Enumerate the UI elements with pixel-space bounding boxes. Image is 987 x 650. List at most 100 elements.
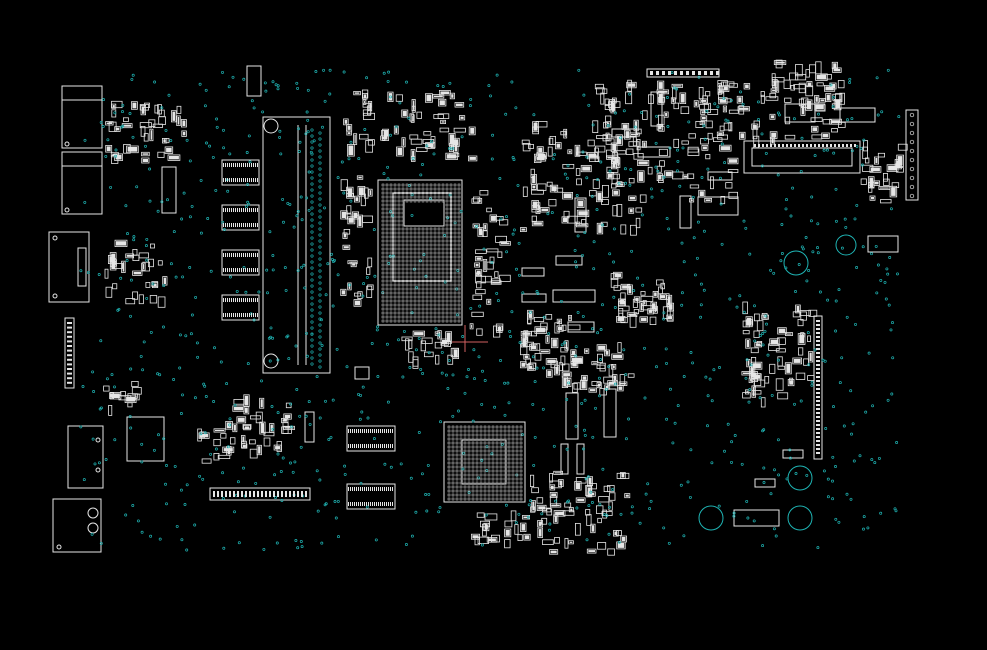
via — [419, 367, 423, 371]
via — [612, 295, 616, 299]
via — [263, 81, 267, 85]
memory-chips-left[interactable] — [221, 159, 260, 321]
bga-ball — [441, 183, 445, 187]
smd-component — [647, 308, 654, 315]
bga-ball — [459, 481, 463, 485]
bga-ball — [409, 191, 413, 195]
smd-component — [773, 60, 787, 65]
bga-ball — [475, 481, 479, 485]
smd-component — [367, 284, 374, 291]
smd-component — [201, 458, 212, 464]
connector-pin — [816, 332, 820, 334]
smd-pad — [556, 143, 561, 148]
bga-ball — [515, 449, 519, 453]
bga-ball — [507, 433, 511, 437]
via — [285, 335, 289, 339]
via — [142, 340, 146, 344]
via — [90, 532, 94, 536]
hdmi-connector-left[interactable] — [48, 231, 90, 303]
smd-component — [476, 328, 483, 336]
bga-ball — [453, 291, 457, 295]
bga-ball — [441, 307, 445, 311]
connector-pin — [710, 71, 713, 75]
tall-components[interactable] — [161, 91, 692, 475]
bga-ball — [437, 275, 441, 279]
small-connector-right[interactable] — [697, 103, 899, 527]
connector-pin — [816, 448, 820, 450]
bga-ball — [467, 437, 471, 441]
bga-ball — [409, 195, 413, 199]
connector-pin — [816, 384, 820, 386]
dimm-pad — [310, 308, 314, 312]
vertical-header-right-top[interactable] — [905, 109, 919, 201]
smd-component — [717, 88, 724, 94]
bga-ball — [459, 449, 463, 453]
bga-ball — [409, 275, 413, 279]
smd-pad — [588, 153, 597, 158]
ic-square-bottom-left[interactable] — [126, 416, 165, 462]
smd-component — [347, 260, 358, 265]
chip-pin — [368, 487, 369, 491]
connector-pin — [909, 148, 915, 154]
via — [419, 173, 423, 177]
smd-pad — [226, 422, 232, 429]
bga-ball — [511, 493, 515, 497]
bga-ball — [487, 449, 491, 453]
bga-ball — [449, 207, 453, 211]
via — [844, 225, 848, 229]
via — [179, 488, 183, 492]
chip-pin — [380, 444, 381, 448]
via — [281, 456, 285, 460]
via — [316, 509, 320, 513]
sodimm-socket[interactable] — [262, 116, 331, 374]
smd-component — [130, 101, 138, 110]
bga-ball — [445, 219, 449, 223]
bga-ball — [459, 477, 463, 481]
chip-pin — [233, 178, 234, 182]
smd-component — [612, 97, 617, 104]
smd-component — [367, 101, 373, 112]
via — [268, 230, 272, 234]
bga-ball — [445, 275, 449, 279]
bga-ball — [433, 259, 437, 263]
bga-ball — [385, 183, 389, 187]
smd-pad — [344, 119, 348, 124]
chip-pin — [386, 444, 387, 448]
bga-ball — [475, 433, 479, 437]
connector-pin — [826, 144, 828, 147]
small-connector-top[interactable] — [246, 65, 262, 97]
chip-pin — [225, 208, 226, 212]
bga-ball — [433, 307, 437, 311]
smd-pad — [472, 535, 479, 539]
vertical-header-left[interactable] — [64, 317, 75, 389]
chip-pin — [249, 253, 250, 257]
bga-ball — [507, 493, 511, 497]
lvds-connector-right[interactable] — [743, 140, 861, 174]
bga-ball — [449, 283, 453, 287]
bga-ball — [483, 469, 487, 473]
smd-pad — [244, 395, 249, 406]
dc-jack-left[interactable] — [52, 498, 102, 553]
bga-ball — [417, 307, 421, 311]
bga-ball — [451, 433, 455, 437]
usb-connector-top-left[interactable] — [61, 85, 103, 215]
via — [877, 456, 881, 460]
memory-chips-bottom[interactable] — [346, 425, 396, 510]
via — [691, 195, 695, 199]
vertical-connector-right[interactable] — [813, 315, 823, 460]
chip-pin — [231, 313, 232, 317]
via — [862, 138, 866, 142]
via — [665, 417, 669, 421]
via — [185, 548, 189, 552]
bga-ball — [425, 291, 429, 295]
chip-pin — [251, 268, 252, 272]
via — [573, 248, 577, 252]
audio-jack-left[interactable] — [67, 425, 104, 489]
bga-ball — [429, 255, 433, 259]
ffc-connector-bottom-left[interactable] — [209, 487, 311, 501]
bga-ball — [437, 251, 441, 255]
via — [231, 75, 235, 79]
bga-ball — [405, 319, 409, 323]
